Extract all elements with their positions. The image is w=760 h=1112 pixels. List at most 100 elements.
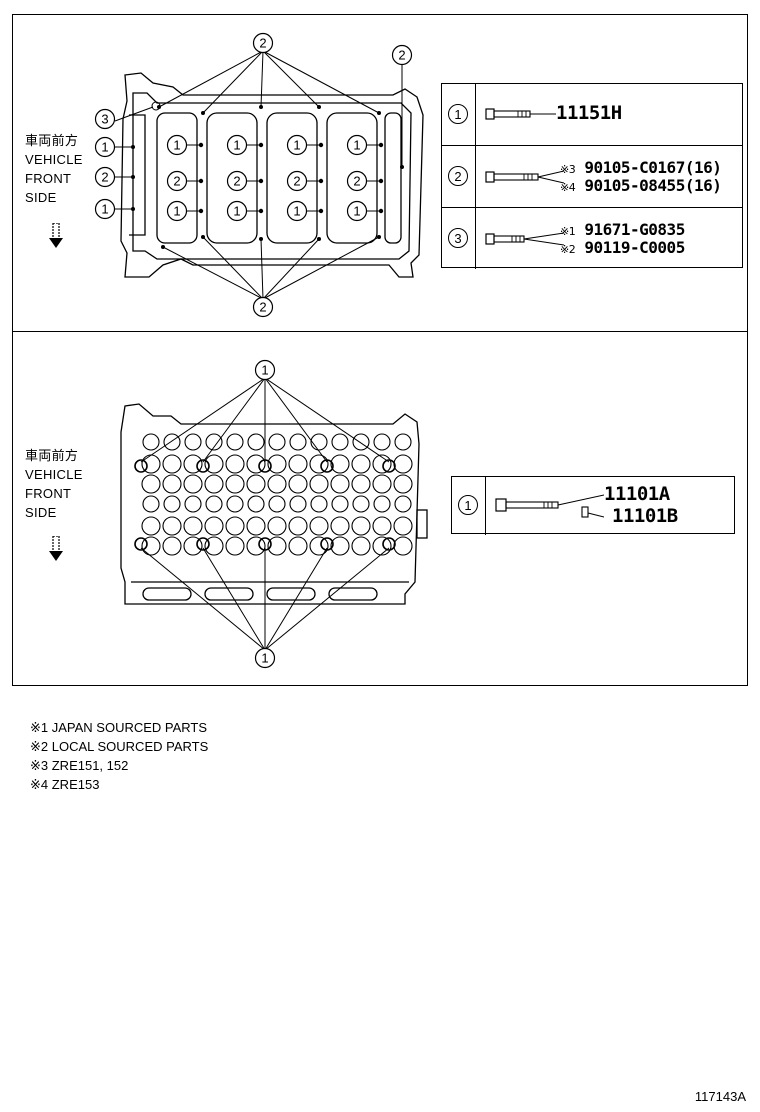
callout-2: 2	[252, 296, 274, 318]
port-hole	[372, 474, 392, 494]
callout-1: 1	[94, 198, 116, 220]
callout-label: 2	[353, 174, 360, 189]
port-hole	[330, 454, 350, 474]
bolt-icon	[485, 170, 564, 184]
note-mark: ※4	[560, 181, 576, 194]
port-hole	[268, 433, 286, 451]
callout-3: 3	[94, 108, 116, 130]
port-hole	[310, 433, 328, 451]
head-bolt-hole	[382, 459, 396, 473]
callout-label: 1	[233, 204, 240, 219]
port-hole	[183, 516, 203, 536]
note-mark: ※3	[560, 163, 576, 176]
port-hole	[205, 433, 223, 451]
callout-label: 2	[259, 300, 266, 315]
bolt-hole	[198, 208, 204, 214]
port-hole	[204, 516, 224, 536]
cylinder-head-drawing: 11	[120, 359, 428, 669]
port-hole	[246, 536, 266, 556]
port-hole	[246, 454, 266, 474]
port-hole	[225, 536, 245, 556]
head-bolt-hole	[196, 459, 210, 473]
callout-2: 2	[391, 44, 413, 66]
callout-label: 1	[233, 138, 240, 153]
bolt-icon	[485, 108, 556, 120]
table-row: 1 11101A 11101B	[452, 477, 734, 535]
part-number: 90105-C0167(16)	[584, 158, 722, 177]
port-hole	[288, 516, 308, 536]
port-hole	[267, 454, 287, 474]
port-hole	[372, 454, 392, 474]
bolt-hole	[198, 142, 204, 148]
note-mark: ※2	[560, 243, 576, 256]
port-hole	[351, 454, 371, 474]
port-hole	[372, 536, 392, 556]
callout-label: 1	[173, 204, 180, 219]
port-hole	[183, 474, 203, 494]
port-hole	[267, 474, 287, 494]
bolt-hole	[258, 142, 264, 148]
port-hole	[204, 454, 224, 474]
port-hole	[163, 495, 181, 513]
callout-1: 1	[458, 495, 478, 515]
bottom-parts-table: 1 11101A 11101B	[451, 476, 735, 535]
reference-code: 117143A	[694, 1089, 746, 1104]
callout-label: 2	[233, 174, 240, 189]
callout-1: 1	[254, 647, 276, 669]
port-hole	[162, 516, 182, 536]
port-hole	[205, 495, 223, 513]
port-hole	[225, 516, 245, 536]
vehicle-front-label: 車両前方 VEHICLE FRONT SIDE	[25, 448, 83, 520]
bolt-hole	[378, 142, 384, 148]
port-hole	[310, 495, 328, 513]
footnote: ※4 ZRE153	[30, 777, 100, 792]
callout-1: 1	[94, 136, 116, 158]
port-hole	[141, 536, 161, 556]
port-hole	[331, 433, 349, 451]
port-hole	[394, 433, 412, 451]
callout-label: 1	[261, 651, 268, 666]
bolt-hole	[198, 178, 204, 184]
port-hole	[351, 536, 371, 556]
bolt-icon	[485, 232, 564, 246]
port-hole	[246, 474, 266, 494]
port-hole	[247, 433, 265, 451]
port-hole	[373, 495, 391, 513]
callout-label: 2	[293, 174, 300, 189]
port-hole	[309, 454, 329, 474]
port-hole	[184, 433, 202, 451]
bolt-hole	[318, 178, 324, 184]
callout-label: 3	[101, 112, 108, 127]
port-hole	[184, 495, 202, 513]
callout-1: 1	[448, 104, 468, 124]
port-hole	[288, 454, 308, 474]
port-hole	[247, 495, 265, 513]
port-hole	[225, 454, 245, 474]
port-hole	[142, 495, 160, 513]
callout-2: 2	[226, 170, 248, 192]
callout-label: 2	[101, 170, 108, 185]
port-hole	[267, 536, 287, 556]
port-hole	[267, 516, 287, 536]
vehicle-front-label: 車両前方 VEHICLE FRONT SIDE	[25, 133, 83, 205]
callout-1: 1	[286, 134, 308, 156]
port-hole	[204, 536, 224, 556]
callout-2: 2	[286, 170, 308, 192]
port-hole	[142, 433, 160, 451]
down-arrow-icon	[49, 223, 63, 248]
port-hole	[372, 516, 392, 536]
port-hole	[183, 536, 203, 556]
callout-label: 1	[101, 140, 108, 155]
callout-1: 1	[166, 134, 188, 156]
callout-2: 2	[252, 32, 274, 54]
port-hole	[309, 516, 329, 536]
port-hole	[141, 474, 161, 494]
footnotes: ※1 JAPAN SOURCED PARTS ※2 LOCAL SOURCED …	[30, 718, 208, 794]
port-hole	[289, 495, 307, 513]
port-hole	[162, 474, 182, 494]
bolt-hole	[378, 208, 384, 214]
part-number: 11101B	[612, 505, 678, 527]
port-hole	[351, 516, 371, 536]
port-hole	[226, 495, 244, 513]
callout-label: 1	[101, 202, 108, 217]
